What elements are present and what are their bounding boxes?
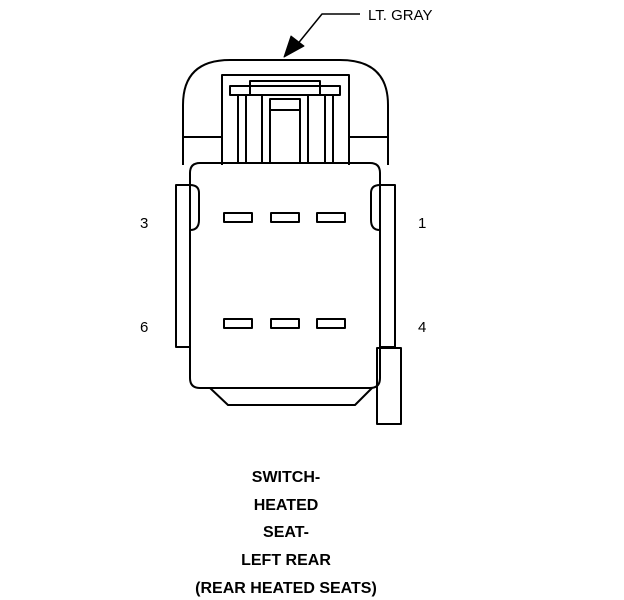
terminal-cavity-1	[316, 212, 346, 223]
caption-line-3: SEAT-	[263, 524, 309, 541]
connector-body	[175, 162, 402, 425]
terminal-cavity-2	[270, 212, 300, 223]
color-label-leader	[283, 13, 360, 58]
terminal-cavity-5	[270, 318, 300, 329]
caption-line-5: (REAR HEATED SEATS)	[195, 580, 377, 597]
caption-line-4: LEFT REAR	[241, 552, 331, 569]
pin-label-6: 6	[140, 319, 148, 336]
pin-label-1: 1	[418, 215, 426, 232]
caption-line-1: SWITCH-	[252, 469, 320, 486]
terminal-row-bottom	[223, 318, 346, 329]
pin-label-3: 3	[140, 215, 148, 232]
connector-latch	[182, 59, 389, 165]
terminal-row-top	[223, 212, 346, 223]
terminal-cavity-6	[223, 318, 253, 329]
pin-label-4: 4	[418, 319, 426, 336]
color-label: LT. GRAY	[368, 7, 432, 24]
caption-line-2: HEATED	[254, 497, 319, 514]
terminal-cavity-3	[223, 212, 253, 223]
terminal-cavity-4	[316, 318, 346, 329]
